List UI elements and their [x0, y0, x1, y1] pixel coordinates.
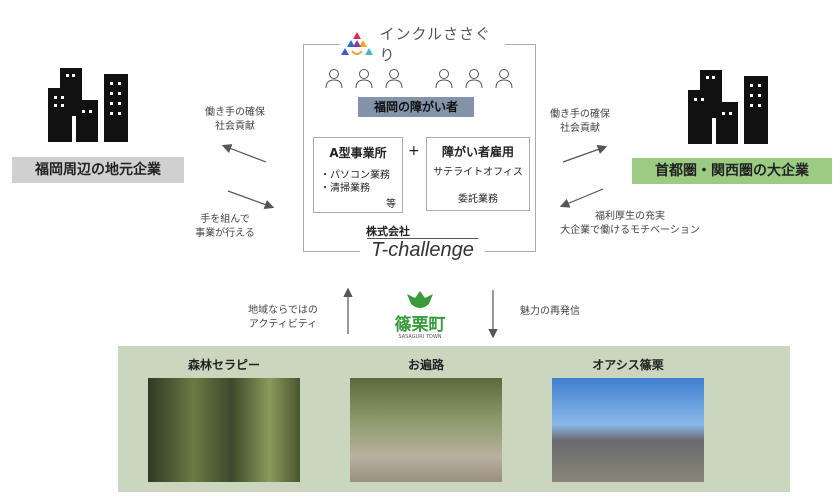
a-type-item: ・清掃業務 — [320, 183, 370, 194]
activity-title: オアシス篠栗 — [592, 358, 664, 372]
note-line: 手を組んで — [200, 214, 250, 225]
triangle-logo-icon — [341, 32, 373, 55]
employment-box: 障がい者雇用 サテライトオフィス 委託業務 — [426, 137, 530, 211]
activity-title: 森林セラピー — [187, 358, 260, 372]
left-note-top: 働き手の確保社会貢献 — [200, 106, 270, 134]
logo-text: インクルささぐり — [379, 25, 492, 64]
inclu-sasaguri-logo: インクルささぐり — [340, 25, 505, 64]
satellite-office: サテライトオフィス — [433, 167, 523, 178]
a-type-office-box: A型事業所 ・パソコン業務 ・清掃業務 等 — [313, 137, 403, 213]
note-line: 事業が行える — [195, 228, 255, 239]
note-line: 大企業で働けるモチベーション — [560, 225, 700, 236]
building-icon — [688, 70, 768, 144]
arrow-right-down — [559, 188, 604, 208]
right-note-top: 働き手の確保社会貢献 — [540, 108, 620, 136]
person-icon — [355, 69, 373, 88]
company-prefix: 株式会社 — [366, 225, 410, 238]
note-line: 社会貢献 — [560, 123, 600, 134]
company-logo: T-challenge — [360, 238, 485, 266]
large-companies-label: 首都圏・関西圏の大企業 — [632, 158, 832, 184]
a-type-title: A型事業所 — [329, 146, 387, 160]
group-label: 福岡の障がい者 — [358, 97, 474, 117]
outsourcing: 委託業務 — [458, 194, 498, 205]
note-line: 働き手の確保 — [205, 107, 265, 118]
person-icon — [495, 69, 513, 88]
forest-therapy-photo — [148, 378, 300, 482]
person-icon — [385, 69, 403, 88]
local-companies-label: 福岡周辺の地元企業 — [12, 157, 184, 183]
building-icon — [48, 68, 128, 142]
activity-title: お遍路 — [407, 358, 444, 372]
note-line: アクティビティ — [248, 319, 318, 330]
a-type-item: ・パソコン業務 — [320, 170, 390, 181]
sasaguri-town-logo: 篠栗町 SASAGURI TOWN — [385, 290, 455, 340]
note-line: 福利厚生の充実 — [595, 211, 665, 222]
arrow-left-up — [221, 144, 267, 163]
note-line: 働き手の確保 — [550, 109, 610, 120]
person-icon — [465, 69, 483, 88]
person-icon — [325, 69, 343, 88]
note-line: 地域ならではの — [248, 305, 318, 316]
person-icon — [435, 69, 453, 88]
town-emblem-icon — [407, 291, 433, 308]
oasis-sasaguri-photo — [552, 378, 704, 482]
arrow-left-down — [227, 190, 275, 210]
note-line: 社会貢献 — [215, 121, 255, 132]
employment-title: 障がい者雇用 — [441, 145, 514, 159]
left-note-bottom: 手を組んで事業が行える — [190, 213, 260, 241]
town-sub: SASAGURI TOWN — [398, 334, 442, 340]
town-note-left: 地域ならではのアクティビティ — [243, 304, 323, 332]
arrow-right-up — [562, 144, 608, 163]
pilgrimage-photo — [350, 378, 502, 482]
company-name: T-challenge — [367, 238, 478, 262]
plus-sign: + — [408, 143, 420, 159]
a-type-etc: 等 — [386, 199, 396, 210]
people-icons — [325, 68, 513, 88]
right-note-bottom: 福利厚生の充実大企業で働けるモチベーション — [545, 210, 715, 238]
town-note-right: 魅力の再発信 — [520, 306, 580, 317]
arrows — [221, 144, 608, 339]
town-name: 篠栗町 — [394, 315, 446, 335]
